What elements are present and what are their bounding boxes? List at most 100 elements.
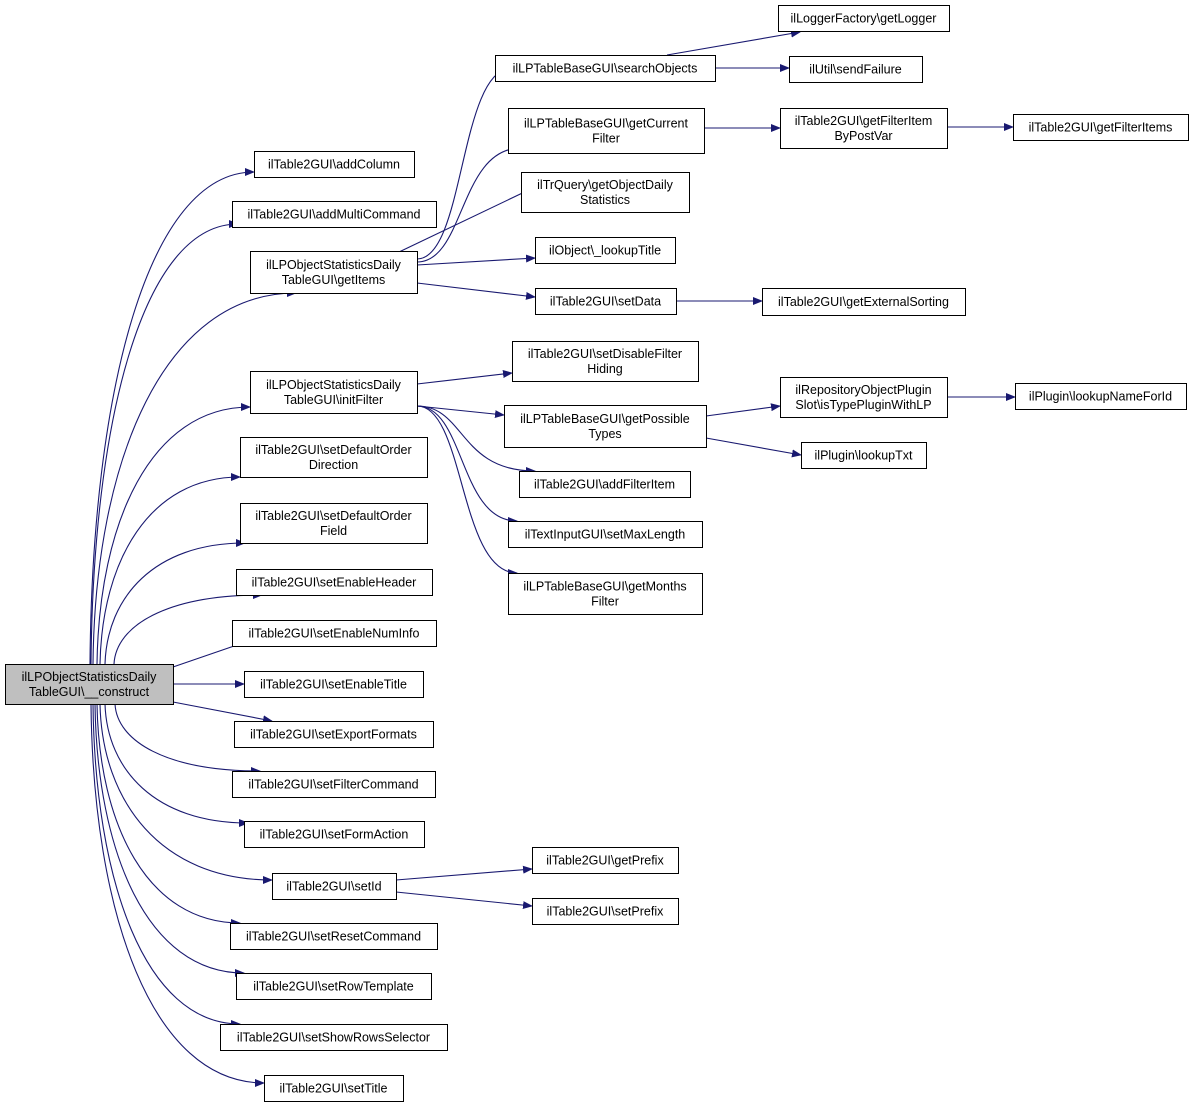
node-searchObjects[interactable]: ilLPTableBaseGUI\searchObjects	[495, 55, 716, 82]
node-label: ilLPObjectStatisticsDaily	[266, 258, 402, 272]
node-box	[220, 1024, 448, 1051]
edge-root-to-initFilter	[96, 403, 251, 665]
edge-root-to-setTitle	[90, 703, 265, 1087]
node-setData[interactable]: ilTable2GUI\setData	[535, 288, 677, 315]
node-box	[519, 471, 691, 498]
node-label: ilLPTableBaseGUI\getMonths	[523, 580, 686, 594]
node-box	[780, 377, 948, 418]
node-getExternalSorting[interactable]: ilTable2GUI\getExternalSorting	[762, 288, 966, 316]
node-setExportFormats[interactable]: ilTable2GUI\setExportFormats	[234, 721, 434, 748]
node-label: ilTable2GUI\addColumn	[268, 158, 400, 172]
node-label: ilTable2GUI\setEnableNumInfo	[249, 627, 420, 641]
node-lookupNameForId[interactable]: ilPlugin\lookupNameForId	[1015, 383, 1187, 410]
edge-root-to-setExportFormats	[172, 701, 273, 724]
nodes: ilLPObjectStatisticsDailyTableGUI\__cons…	[5, 5, 1189, 1102]
edge-root-to-setResetCommand	[96, 703, 241, 927]
node-label: ilLPObjectStatisticsDaily	[22, 670, 158, 684]
node-getLogger[interactable]: ilLoggerFactory\getLogger	[778, 5, 950, 32]
edge-setId-to-setPrefix	[395, 891, 533, 910]
node-isTypePluginWithLP[interactable]: ilRepositoryObjectPluginSlot\isTypePlugi…	[780, 377, 948, 418]
node-setEnableHeader[interactable]: ilTable2GUI\setEnableHeader	[236, 569, 433, 596]
edge-root-to-setRowTemplate	[94, 703, 245, 977]
node-label: Filter	[592, 132, 620, 146]
node-label: ilTable2GUI\getFilterItems	[1029, 121, 1173, 135]
node-setPrefix[interactable]: ilTable2GUI\setPrefix	[532, 898, 679, 925]
node-label: ilTable2GUI\getExternalSorting	[778, 295, 949, 309]
edge-initFilter-to-addFilterItem	[416, 405, 536, 475]
node-addColumn[interactable]: ilTable2GUI\addColumn	[254, 151, 415, 178]
edge-root-to-setDefaultOrderDirection	[99, 473, 241, 665]
node-setFilterCommand[interactable]: ilTable2GUI\setFilterCommand	[232, 771, 436, 798]
node-getFilterItems[interactable]: ilTable2GUI\getFilterItems	[1013, 114, 1189, 141]
node-label: TableGUI\__construct	[29, 685, 150, 699]
node-box	[240, 503, 428, 544]
node-label: ilLoggerFactory\getLogger	[791, 12, 937, 26]
node-setRowTemplate[interactable]: ilTable2GUI\setRowTemplate	[236, 973, 432, 1000]
node-box	[780, 108, 948, 149]
node-label: ilTable2GUI\addMultiCommand	[248, 208, 421, 222]
node-label: ilTable2GUI\setEnableTitle	[260, 678, 407, 692]
node-initFilter[interactable]: ilLPObjectStatisticsDailyTableGUI\initFi…	[250, 371, 418, 414]
node-box	[244, 821, 425, 848]
node-label: Field	[320, 524, 347, 538]
node-setEnableNumInfo[interactable]: ilTable2GUI\setEnableNumInfo	[232, 620, 437, 647]
edge-getItems-to-searchObjects	[416, 64, 513, 260]
node-box	[254, 151, 415, 178]
node-box	[236, 569, 433, 596]
node-label: ilTable2GUI\setId	[286, 880, 381, 894]
node-setMaxLength[interactable]: ilTextInputGUI\setMaxLength	[508, 521, 703, 548]
edge-initFilter-to-getPossibleTypes	[416, 405, 505, 419]
node-label: ilTable2GUI\setData	[550, 295, 661, 309]
node-label: ilTable2GUI\setPrefix	[547, 905, 664, 919]
edge-getItems-to-lookupTitle	[416, 254, 536, 266]
node-label: ilTable2GUI\setShowRowsSelector	[237, 1031, 430, 1045]
edge-root-to-setDefaultOrderField	[104, 539, 246, 665]
node-addMultiCommand[interactable]: ilTable2GUI\addMultiCommand	[232, 201, 437, 228]
node-setResetCommand[interactable]: ilTable2GUI\setResetCommand	[230, 923, 438, 950]
node-label: ilPlugin\lookupNameForId	[1029, 390, 1172, 404]
node-setTitle[interactable]: ilTable2GUI\setTitle	[264, 1075, 404, 1102]
node-label: Statistics	[580, 193, 630, 207]
node-setFormAction[interactable]: ilTable2GUI\setFormAction	[244, 821, 425, 848]
edge-getItems-to-getObjectDailyStatistics	[398, 186, 536, 253]
edges	[89, 29, 1016, 1087]
node-box	[512, 341, 699, 382]
node-label: ilTable2GUI\setResetCommand	[246, 930, 421, 944]
edge-initFilter-to-getMonthsFilter	[416, 405, 518, 577]
node-setEnableTitle[interactable]: ilTable2GUI\setEnableTitle	[244, 671, 424, 698]
node-label: TableGUI\getItems	[282, 273, 386, 287]
node-box	[521, 172, 690, 213]
node-lookupTxt[interactable]: ilPlugin\lookupTxt	[801, 442, 927, 469]
node-lookupTitle[interactable]: ilObject\_lookupTitle	[535, 237, 676, 264]
node-box	[232, 771, 436, 798]
node-setId[interactable]: ilTable2GUI\setId	[272, 873, 397, 900]
node-label: ilPlugin\lookupTxt	[815, 449, 913, 463]
node-box	[504, 405, 707, 448]
node-setShowRowsSelector[interactable]: ilTable2GUI\setShowRowsSelector	[220, 1024, 448, 1051]
node-getItems[interactable]: ilLPObjectStatisticsDailyTableGUI\getIte…	[250, 251, 418, 294]
node-box	[508, 521, 703, 548]
node-addFilterItem[interactable]: ilTable2GUI\addFilterItem	[519, 471, 691, 498]
node-label: TableGUI\initFilter	[284, 393, 383, 407]
node-box	[272, 873, 397, 900]
node-getPrefix[interactable]: ilTable2GUI\getPrefix	[532, 847, 679, 874]
node-label: Slot\isTypePluginWithLP	[795, 398, 931, 412]
edge-root-to-setId	[99, 703, 273, 884]
node-root[interactable]: ilLPObjectStatisticsDailyTableGUI\__cons…	[5, 664, 174, 705]
node-label: ilUtil\sendFailure	[809, 63, 901, 77]
node-box	[762, 288, 966, 316]
node-label: ilTable2GUI\setExportFormats	[250, 728, 417, 742]
node-sendFailure[interactable]: ilUtil\sendFailure	[789, 56, 923, 83]
node-label: ilLPTableBaseGUI\searchObjects	[513, 62, 698, 76]
edge-setId-to-getPrefix	[395, 865, 533, 881]
node-label: ilObject\_lookupTitle	[549, 244, 661, 258]
